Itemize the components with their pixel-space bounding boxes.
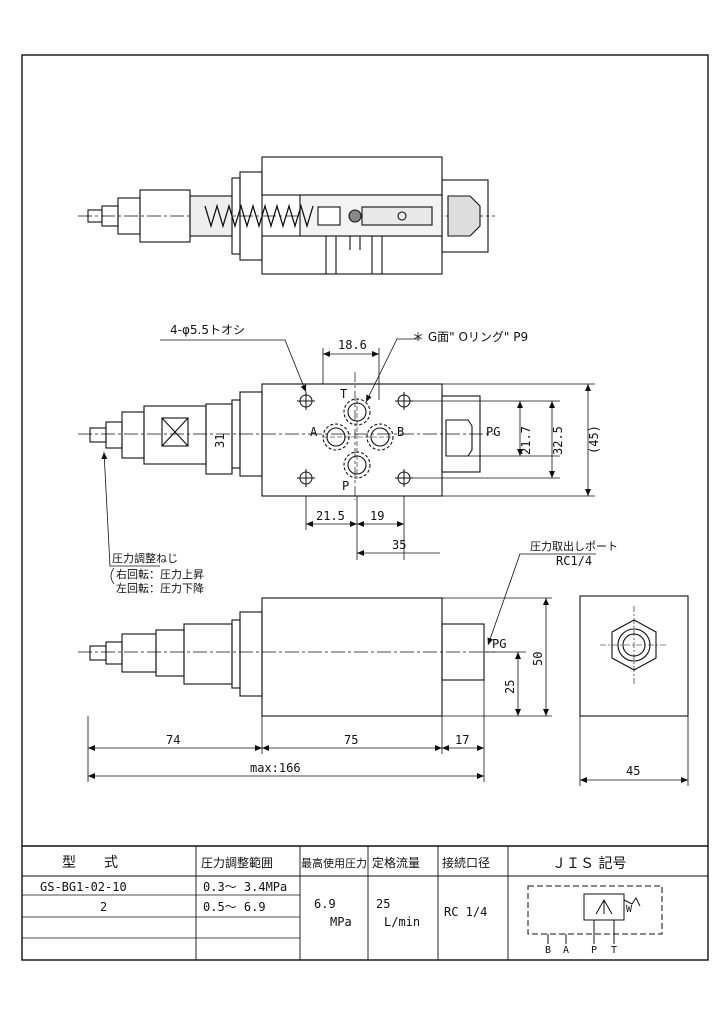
jis-port-A: A (563, 945, 569, 956)
port-T-label: T (340, 387, 347, 401)
cell-flow-unit: L/min (384, 915, 420, 929)
jis-symbol-labels: W B A P T (545, 904, 633, 956)
dim-19: 19 (370, 509, 384, 523)
drawing-frame (21, 54, 709, 961)
top-view-dimensions (101, 338, 596, 646)
dim-45-ref: (45) (587, 425, 601, 454)
jis-port-T: T (611, 945, 617, 956)
spec-table-body: GS-BG1-02-10 0.3～ 3.4MPa 2 0.5～ 6.9 6.9 … (40, 880, 487, 929)
header-model: 型 式 (62, 855, 118, 871)
side-view-dimensions (87, 597, 552, 782)
header-port: 接続口径 (442, 855, 490, 870)
dim-21-7: 21.7 (519, 426, 533, 455)
dim-32-5: 32.5 (551, 426, 565, 455)
port-P-label: P (342, 479, 349, 493)
cell-model-2: 2 (100, 900, 107, 914)
header-jis: ＪＩＳ 記号 (552, 855, 626, 872)
jis-port-P: P (591, 945, 597, 956)
spec-table (22, 845, 708, 960)
top-view (78, 372, 495, 500)
side-view-labels: 圧力取出しポート RC1/4 PG 50 25 74 75 17 max:166 (166, 539, 618, 775)
side-view (78, 597, 495, 717)
header-max-pressure: 最高使用圧力 (301, 856, 367, 870)
side-port-PG-label: PG (492, 637, 506, 651)
port-B-label: B (397, 425, 404, 439)
top-view-labels: 4-φ5.5トオシ ＊ G面" Oリング" P9 18.6 T A B P PG… (170, 323, 601, 552)
header-range: 圧力調整範囲 (201, 855, 273, 870)
end-view (579, 595, 689, 717)
cell-max-pressure-value: 6.9 (314, 897, 336, 911)
dim-21-5: 21.5 (316, 509, 345, 523)
hex-size-31: 31 (213, 434, 227, 448)
adjust-note-title: 圧力調整ねじ (112, 551, 178, 565)
pressure-port-size: RC1/4 (556, 554, 592, 568)
jis-port-B: B (545, 945, 551, 956)
cell-model-1: GS-BG1-02-10 (40, 880, 127, 894)
port-A-label: A (310, 425, 318, 439)
jis-spring-W: W (626, 904, 633, 915)
dim-end-45: 45 (626, 764, 640, 778)
cell-port-size: RC 1/4 (444, 905, 487, 919)
section-view (78, 156, 495, 275)
bolt-hole-bl (297, 469, 315, 487)
dim-17: 17 (455, 733, 469, 747)
bolt-hole-tl (297, 392, 315, 410)
dim-75: 75 (344, 733, 358, 747)
spec-table-headers: 型 式 圧力調整範囲 最高使用圧力 定格流量 接続口径 ＪＩＳ 記号 (62, 855, 626, 872)
jis-symbol (527, 885, 663, 944)
pressure-port-title: 圧力取出しポート (530, 539, 618, 553)
port-PG-label: PG (486, 425, 500, 439)
dim-max-166: max:166 (250, 761, 301, 775)
cell-range-1: 0.3～ 3.4MPa (203, 880, 287, 894)
header-flow: 定格流量 (372, 855, 420, 870)
adjust-note-right: 右回転：圧力上昇 (116, 567, 204, 581)
adjust-note-left: 左回転：圧力下降 (116, 581, 204, 595)
cell-range-2: 0.5～ 6.9 (203, 900, 266, 914)
cell-max-pressure-unit: MPa (330, 915, 352, 929)
hole-callout: 4-φ5.5トオシ (170, 323, 245, 337)
dim-74: 74 (166, 733, 180, 747)
dim-top-18-6: 18.6 (338, 338, 367, 352)
cell-flow-value: 25 (376, 897, 390, 911)
oring-callout: ＊ G面" Oリング" P9 (412, 330, 528, 344)
end-view-dimensions (579, 716, 689, 786)
adjust-note: 圧力調整ねじ 右回転：圧力上昇 左回転：圧力下降 (110, 551, 204, 595)
dim-50: 50 (531, 652, 545, 666)
dim-25: 25 (503, 680, 517, 694)
dim-35: 35 (392, 538, 406, 552)
